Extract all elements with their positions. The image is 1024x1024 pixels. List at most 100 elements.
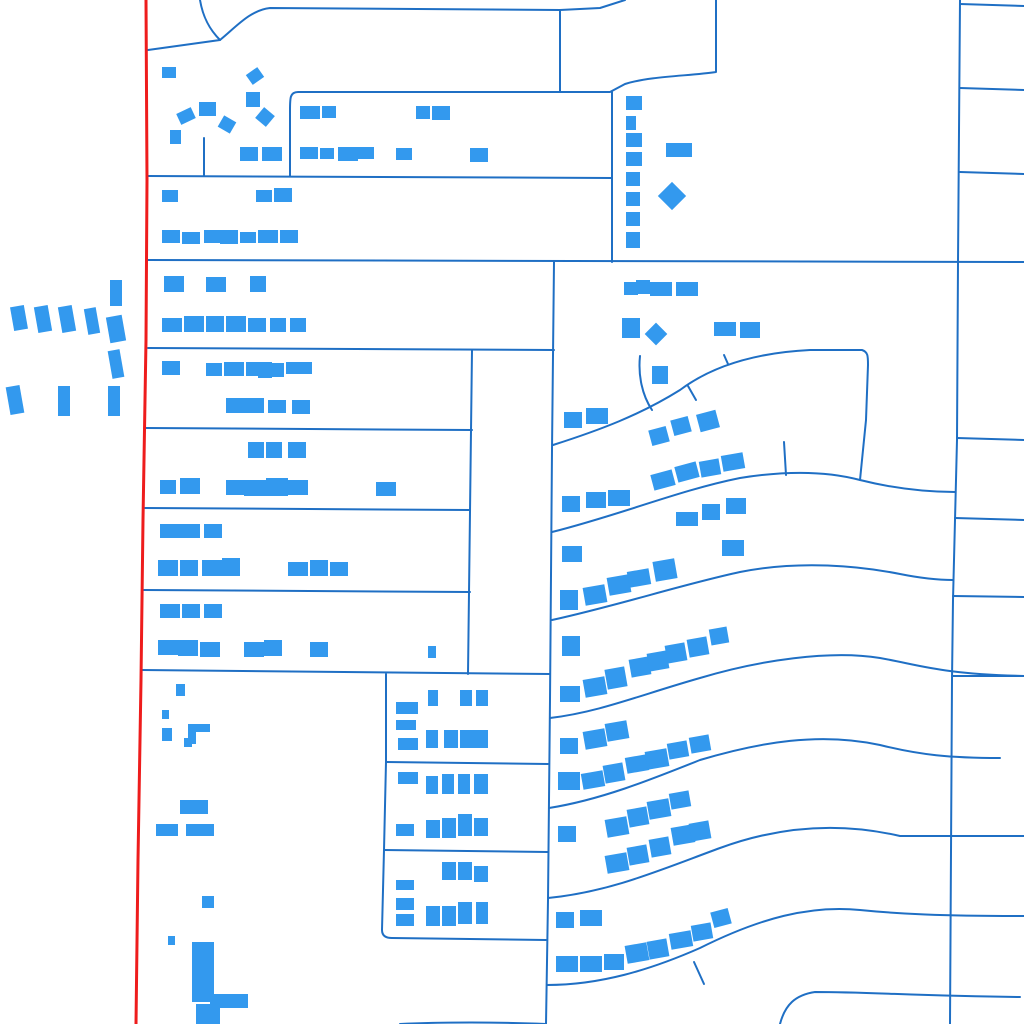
building	[690, 922, 714, 942]
building	[162, 361, 180, 375]
building	[740, 322, 760, 338]
building	[300, 362, 312, 374]
building	[676, 512, 698, 526]
building	[310, 560, 328, 576]
building	[604, 666, 628, 690]
building	[246, 398, 264, 413]
building	[288, 442, 306, 458]
building	[698, 458, 722, 478]
building	[398, 772, 418, 784]
building	[442, 862, 456, 880]
road	[147, 175, 613, 179]
building	[200, 642, 220, 657]
building	[244, 480, 266, 496]
building	[270, 363, 284, 377]
building	[722, 540, 744, 556]
building	[180, 560, 198, 576]
building	[204, 604, 222, 618]
road	[552, 349, 869, 481]
building	[626, 116, 636, 130]
road	[723, 354, 729, 365]
building	[426, 820, 440, 838]
building	[556, 912, 574, 928]
building	[33, 304, 53, 334]
road	[547, 826, 1024, 899]
building	[188, 724, 210, 732]
building	[258, 230, 278, 243]
road	[141, 669, 551, 675]
building	[300, 106, 320, 119]
building	[702, 504, 720, 520]
building	[726, 498, 746, 514]
building	[650, 469, 676, 491]
road-network	[141, 0, 1024, 1024]
building	[158, 560, 178, 576]
building	[628, 656, 652, 678]
building	[458, 774, 470, 794]
building	[396, 880, 414, 890]
building	[206, 363, 222, 376]
road	[143, 589, 471, 593]
building	[624, 282, 638, 295]
building	[686, 636, 710, 658]
building	[558, 826, 576, 842]
building	[226, 316, 246, 332]
building	[268, 400, 286, 413]
building	[180, 524, 200, 538]
building	[626, 212, 640, 226]
road	[956, 437, 1024, 441]
building	[580, 770, 606, 790]
building	[182, 232, 200, 244]
building	[110, 280, 122, 306]
building	[560, 590, 578, 610]
building	[474, 818, 488, 836]
building	[206, 316, 224, 332]
building	[714, 322, 736, 336]
building	[670, 824, 696, 846]
building	[286, 362, 302, 374]
road	[549, 654, 1024, 719]
building	[428, 646, 436, 658]
road	[954, 517, 1024, 521]
building	[582, 584, 608, 606]
building	[666, 740, 690, 760]
building	[556, 956, 578, 972]
building	[710, 907, 732, 929]
building	[657, 181, 687, 211]
building	[224, 362, 244, 376]
building	[626, 172, 640, 186]
building	[626, 152, 642, 166]
building	[162, 728, 172, 741]
building	[442, 818, 456, 838]
road	[687, 385, 697, 401]
building	[606, 574, 632, 596]
road	[952, 595, 1024, 598]
building	[250, 276, 266, 292]
building	[444, 730, 458, 748]
building	[58, 386, 70, 416]
building	[586, 408, 608, 424]
building	[160, 524, 180, 538]
building	[338, 147, 358, 161]
road	[147, 347, 555, 351]
building	[668, 790, 692, 810]
building	[180, 478, 200, 494]
building	[648, 836, 672, 858]
building	[426, 776, 438, 794]
road	[959, 3, 1024, 7]
building	[676, 282, 698, 296]
building	[624, 754, 650, 774]
road	[546, 907, 1024, 986]
building	[10, 304, 28, 332]
building	[188, 724, 196, 744]
building	[246, 92, 260, 107]
building	[608, 490, 630, 506]
building	[202, 896, 214, 908]
building	[226, 480, 246, 495]
building	[396, 702, 418, 714]
building	[162, 230, 180, 243]
building	[650, 282, 672, 296]
building	[240, 232, 256, 243]
road	[145, 427, 473, 431]
road	[289, 0, 717, 177]
